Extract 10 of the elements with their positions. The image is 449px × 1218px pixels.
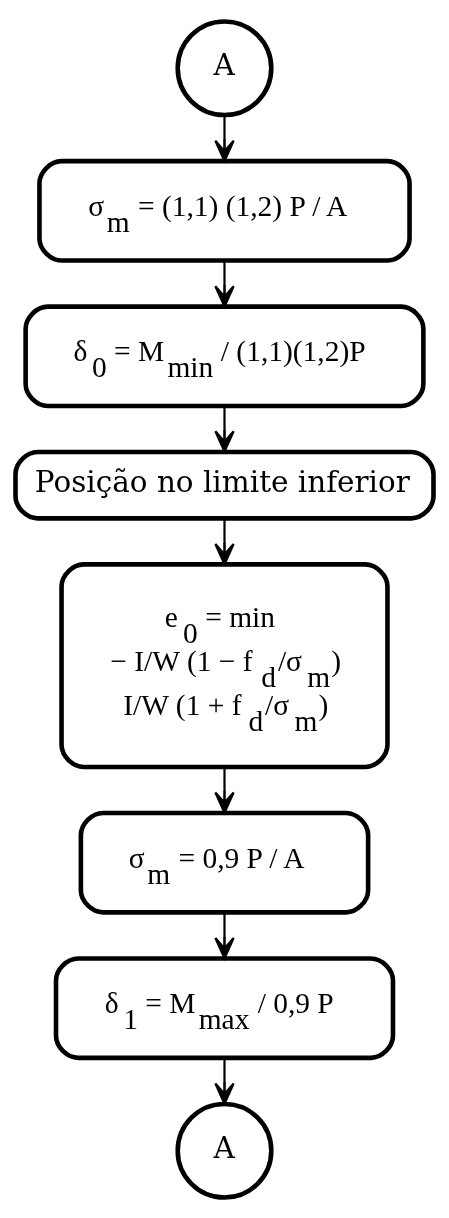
node-box: Posição no limite inferior [13,449,436,521]
arrow [214,405,235,453]
arrow [214,115,235,162]
arrow [214,766,235,814]
arrow [214,518,235,565]
node-circle: A [175,1101,274,1200]
arrow [214,1058,235,1105]
node-circle: A [175,18,274,117]
arrow [214,912,235,959]
arrow [214,260,235,308]
